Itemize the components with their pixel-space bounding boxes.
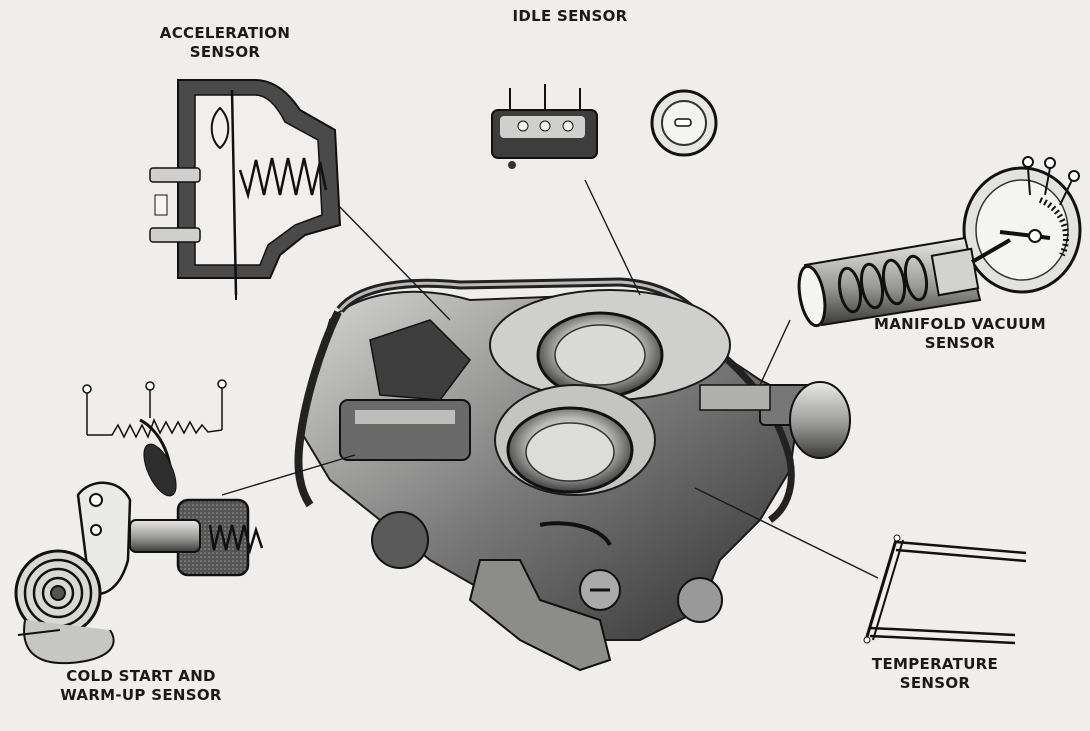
manifold-vacuum-sensor [797, 156, 1082, 328]
leader-acceleration [337, 204, 451, 321]
bimetal-coil [14, 549, 102, 637]
label-acceleration-line-1: ACCELERATION [159, 24, 291, 42]
acceleration-spring [238, 157, 328, 200]
leader-cold-start [221, 454, 356, 496]
label-temp-line-2: SENSOR [899, 674, 971, 692]
acceleration-sensor [149, 79, 342, 300]
label-cold-line-1: COLD START AND [66, 667, 216, 685]
cold-start-sensor [14, 379, 264, 665]
leader-temperature [694, 487, 879, 579]
label-manifold-line-2: SENSOR [924, 334, 996, 352]
leader-lines [221, 179, 879, 579]
label-manifold-line-1: MANIFOLD VACUUM [874, 315, 1046, 333]
label-idle-sensor: IDLE SENSOR [490, 7, 650, 26]
label-manifold-vacuum-sensor: MANIFOLD VACUUM SENSOR [860, 315, 1060, 353]
leader-manifold [759, 319, 791, 386]
label-temp-line-1: TEMPERATURE [871, 655, 999, 673]
leader-idle [584, 179, 641, 296]
label-temperature-sensor: TEMPERATURE SENSOR [860, 655, 1010, 693]
carburetor [294, 277, 851, 672]
idle-sensor [491, 84, 718, 169]
label-idle-line-1: IDLE SENSOR [512, 7, 628, 25]
label-cold-start-sensor: COLD START AND WARM-UP SENSOR [36, 667, 246, 705]
label-acceleration-sensor: ACCELERATION SENSOR [140, 24, 310, 62]
label-acceleration-line-2: SENSOR [189, 43, 261, 61]
label-cold-line-2: WARM-UP SENSOR [60, 686, 222, 704]
temperature-sensor [863, 534, 1027, 645]
